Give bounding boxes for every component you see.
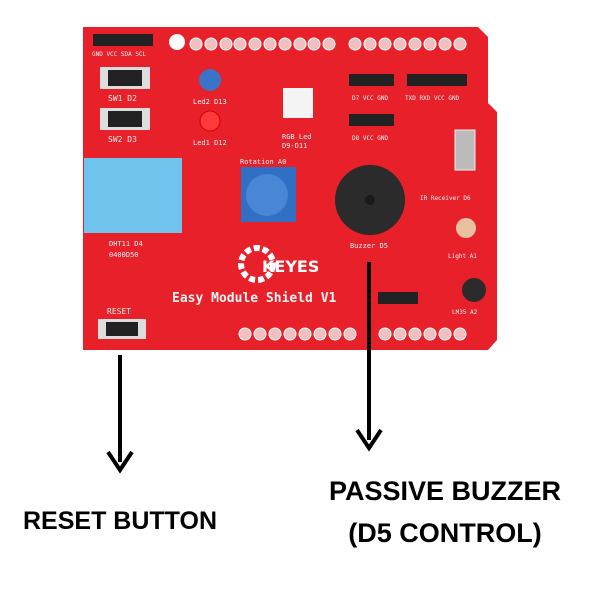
blue-led: [199, 69, 221, 91]
bottom-pin-header: [238, 327, 467, 341]
top-pin-header: [189, 37, 467, 51]
lm35-sensor: [462, 278, 486, 302]
i2c-label: GND VCC SDA SCL: [92, 51, 147, 58]
led-red-label: Led1 D12: [193, 139, 227, 147]
buzzer-label: Buzzer D5: [350, 242, 388, 250]
red-led: [199, 110, 221, 132]
buzzer-arrow: [355, 262, 383, 452]
buzzer-annotation-line1: PASSIVE BUZZER: [328, 476, 562, 506]
dht-label: DHT11 D4: [109, 240, 143, 248]
lm35-header: [378, 292, 418, 304]
board-title: Easy Module Shield V1: [172, 291, 337, 306]
brand-label: KEYES: [262, 257, 319, 276]
d8-header-label: D8 VCC GND: [352, 135, 389, 142]
rgb-led: [283, 88, 313, 118]
rgb-label: RGB Led: [282, 133, 312, 141]
buzzer-annotation: PASSIVE BUZZER (D5 CONTROL): [295, 470, 595, 554]
d7-header: [349, 74, 394, 86]
dht-sub-label: 0400D50: [109, 251, 139, 259]
i2c-header: [93, 34, 153, 46]
sw2-label: SW2 D3: [108, 135, 137, 144]
lm35-label: LM35 A2: [452, 309, 478, 316]
reset-silk-label: RESET: [107, 307, 131, 316]
keyes-logo: KEYES: [238, 245, 319, 283]
serial-header-label: TXD RXD VCC GND: [405, 95, 460, 102]
d8-header: [349, 114, 394, 126]
serial-header: [407, 74, 467, 86]
rgb-pins-label: D9-D11: [282, 142, 307, 150]
buzzer-annotation-line2: (D5 CONTROL): [348, 518, 542, 548]
ir-receiver: [454, 129, 476, 171]
reset-button-annotation: RESET BUTTON: [23, 507, 217, 535]
sw1-label: SW1 D2: [108, 94, 137, 103]
led-blue-label: Led2 D13: [193, 98, 227, 106]
light-label: Light A1: [448, 253, 477, 260]
rotation-label: Rotation A0: [240, 158, 286, 166]
ir-label: IR Receiver D6: [420, 195, 471, 202]
mounting-hole: [169, 34, 185, 50]
reset-arrow: [106, 355, 134, 474]
light-sensor: [456, 218, 476, 238]
d7-header-label: D7 VCC GND: [352, 95, 389, 102]
dht11-sensor: [84, 158, 182, 233]
